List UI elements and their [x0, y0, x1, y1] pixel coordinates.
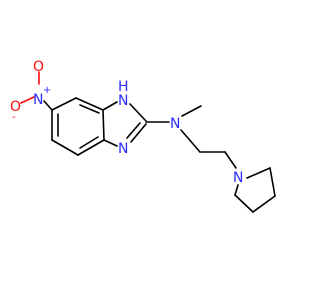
bond: [51, 97, 77, 111]
bond: [269, 167, 276, 197]
bond: [102, 109, 105, 141]
molecule-structure: O N + O - N H N N N: [10, 59, 276, 213]
nitro-nitrogen-charge: +: [43, 85, 51, 96]
double-bond-inner: [79, 104, 100, 114]
benzene-ring: [51, 97, 105, 156]
nitro-group: [20, 71, 53, 111]
double-bond-inner: [79, 136, 99, 149]
pyrrolidine-nitrogen: N: [233, 170, 243, 186]
imidazole-nh-nitrogen: N: [118, 93, 128, 109]
bond: [234, 184, 239, 196]
bond: [234, 194, 254, 213]
pyrrolidine-ring: [234, 167, 276, 213]
amine-nitrogen: N: [170, 116, 180, 132]
bond: [43, 100, 53, 111]
bond: [246, 167, 271, 179]
nitro-nitrogen: N: [33, 92, 43, 108]
bond: [224, 151, 237, 169]
amine-chain: [145, 105, 237, 169]
bond: [180, 129, 201, 153]
double-bond-inner: [126, 122, 141, 139]
imidazole-ring: [102, 101, 147, 147]
bond: [181, 105, 202, 117]
bond: [102, 101, 118, 111]
bond: [77, 139, 105, 156]
molecule-canvas: O N + O - N H N N N: [10, 59, 276, 213]
bond: [51, 139, 79, 156]
nitro-oxygen-minus: O: [10, 99, 21, 115]
nitro-oxygen-charge: -: [12, 112, 16, 123]
bond: [103, 139, 118, 147]
imidazole-nitrogen: N: [118, 141, 128, 157]
imidazole-nh-hydrogen: H: [118, 79, 129, 95]
bond: [75, 97, 104, 111]
bond: [130, 123, 147, 143]
bond: [20, 96, 35, 104]
bond: [252, 195, 276, 213]
bond: [129, 103, 147, 122]
nitro-oxygen-double: O: [33, 59, 44, 75]
